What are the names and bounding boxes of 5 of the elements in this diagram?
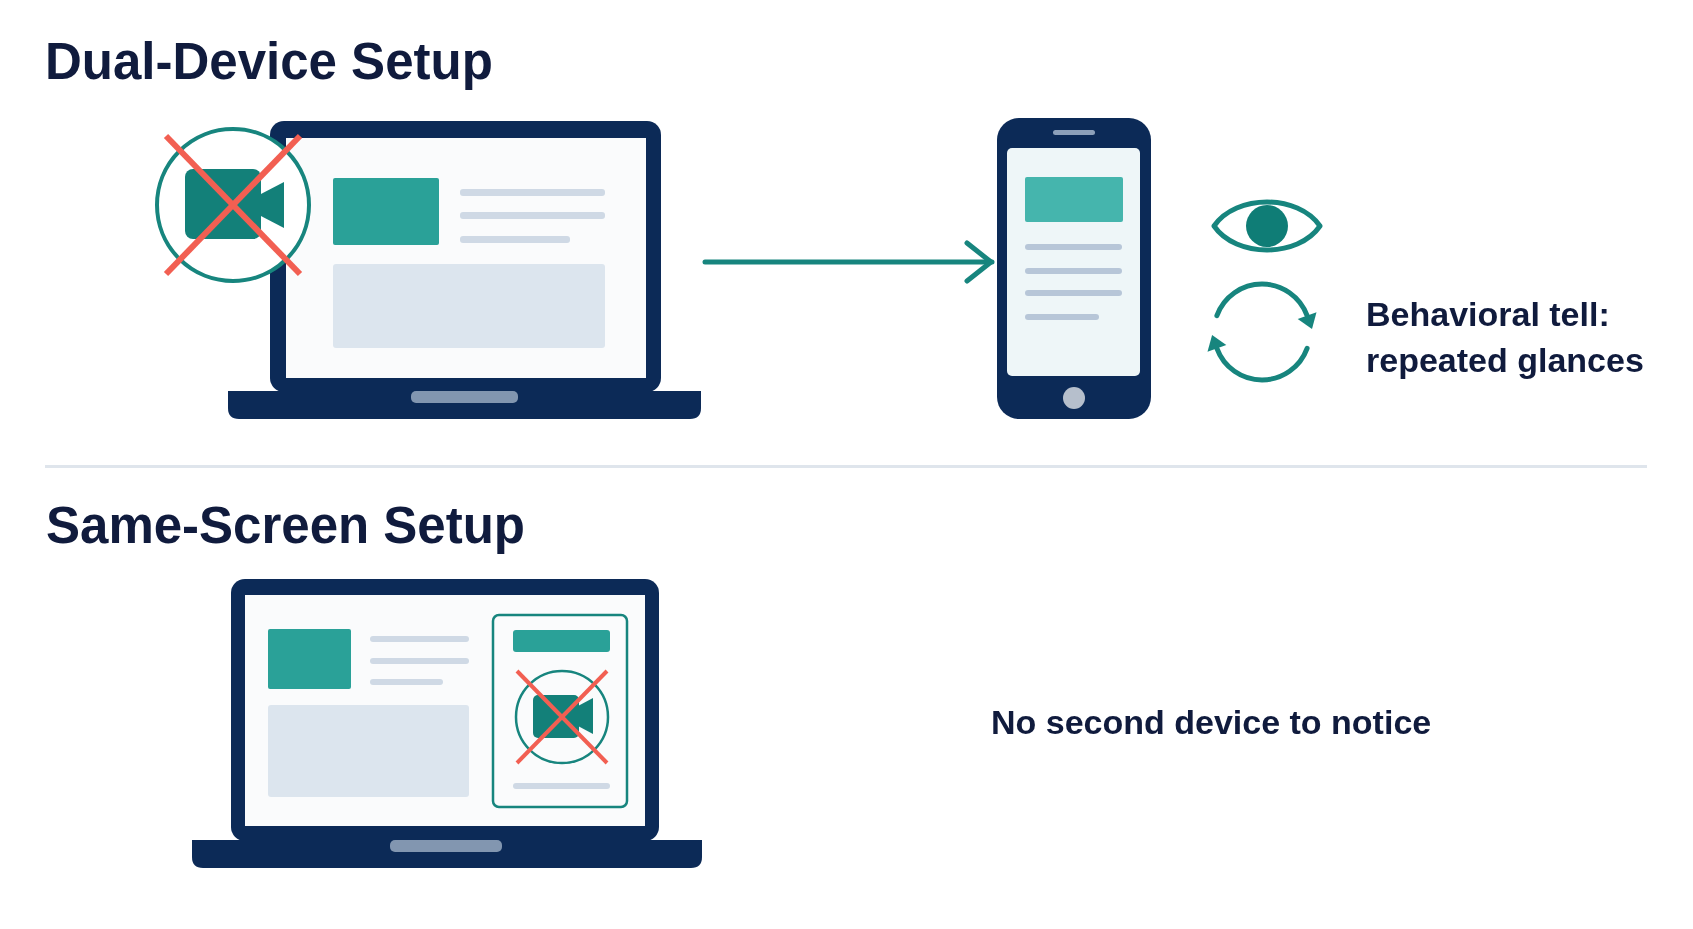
annotation-text: Behavioral tell: repeated glances xyxy=(1366,294,1645,381)
arrow xyxy=(702,240,995,284)
phone-illustration xyxy=(996,117,1152,420)
laptop-illustration xyxy=(227,120,703,421)
annotation-text: No second device to notice xyxy=(991,702,1432,743)
